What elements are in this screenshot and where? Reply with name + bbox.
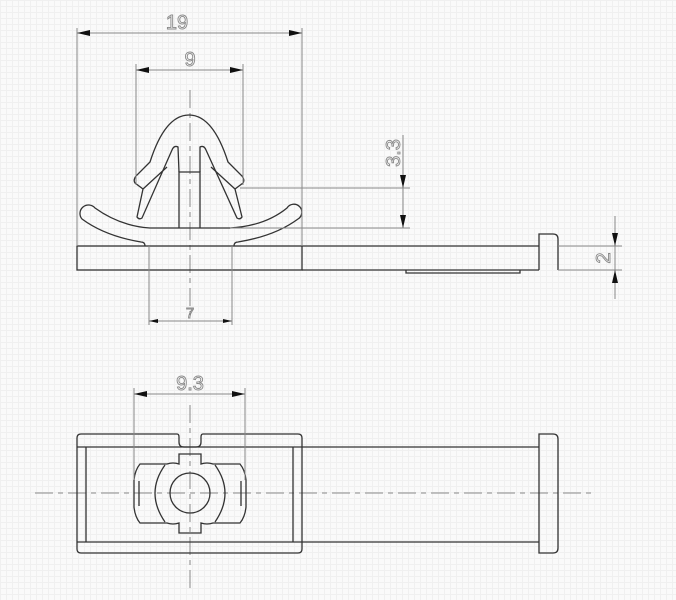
wing-right-edge bbox=[210, 166, 236, 190]
strap-rib bbox=[405, 270, 521, 274]
dim-label-slot-width: 9.3 bbox=[176, 373, 204, 395]
center-hole bbox=[169, 472, 211, 514]
clip-arm-arcs bbox=[154, 464, 226, 523]
top-view: 9.3 bbox=[35, 373, 595, 592]
side-view: 19 9 3.3 2 7 bbox=[76, 12, 622, 325]
dim-label-head-width: 9 bbox=[184, 49, 195, 71]
spring-arms bbox=[79, 203, 303, 247]
strap-end-tab bbox=[538, 233, 559, 270]
clip-base-outline bbox=[133, 453, 247, 534]
body-outline bbox=[76, 433, 303, 554]
wing-left-edge bbox=[142, 166, 168, 190]
wing-head-outer bbox=[133, 114, 245, 190]
base-block bbox=[76, 245, 303, 271]
dim-label-wing-height: 3.3 bbox=[383, 139, 405, 167]
wing-right-inner bbox=[199, 145, 243, 220]
dim-label-overall-width: 19 bbox=[166, 12, 188, 34]
center-post bbox=[178, 171, 201, 228]
dim-label-plate-thickness: 2 bbox=[593, 252, 615, 263]
wing-left-inner bbox=[136, 145, 180, 220]
strap-end-tab-top bbox=[538, 433, 559, 554]
dim-label-neck-width: 7 bbox=[186, 305, 194, 322]
